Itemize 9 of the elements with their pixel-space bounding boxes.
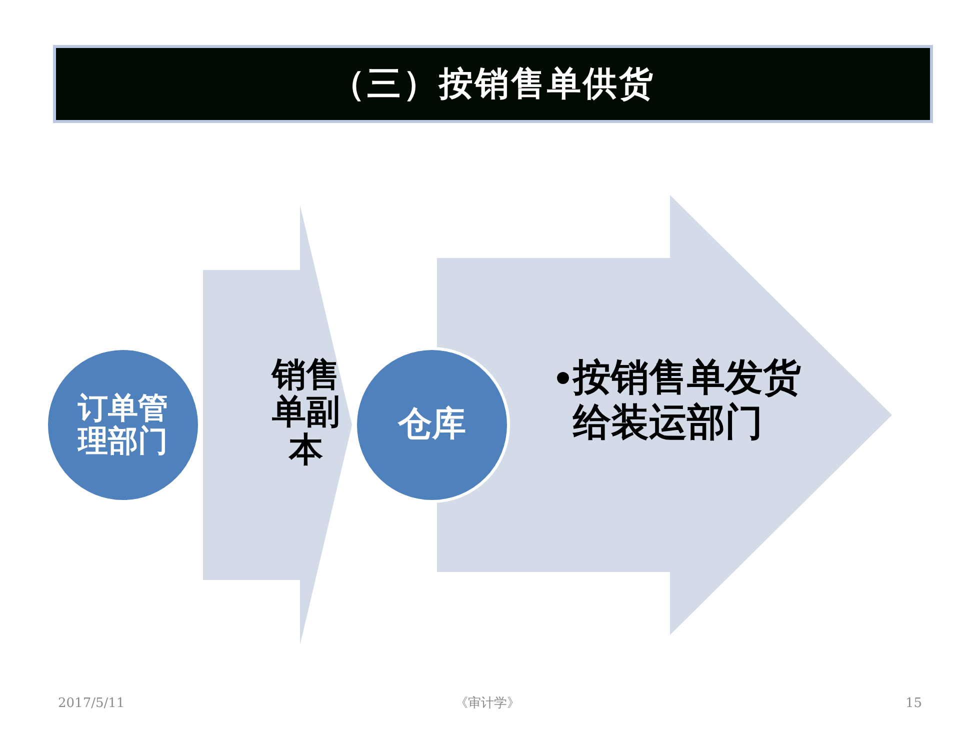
slide-title: （三）按销售单供货 (331, 62, 655, 106)
footer-text: 15 (905, 695, 922, 713)
arrow-label: 按销售单发货给装运部门 (573, 355, 802, 445)
chevron-arrow (203, 205, 352, 645)
footer-text: 2017/5/11 (58, 695, 125, 713)
arrow-label: 销售单副本 (270, 357, 341, 470)
circle-label: 仓库 (396, 406, 467, 444)
circle-label: 订单管理部门 (76, 392, 169, 458)
footer-text: 《审计学》 (455, 695, 520, 713)
